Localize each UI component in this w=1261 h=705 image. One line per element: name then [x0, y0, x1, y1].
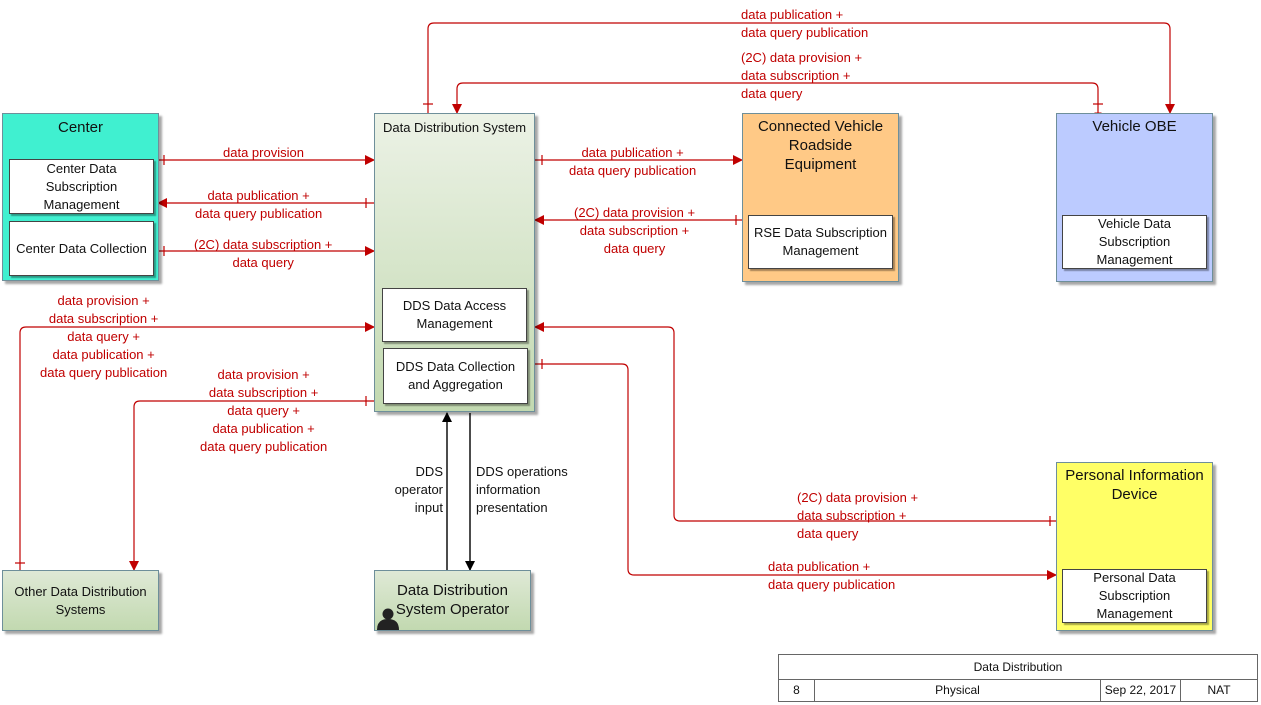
title-block-view: Physical	[815, 679, 1101, 702]
center-data-collection[interactable]: Center Data Collection	[9, 221, 154, 276]
vehicle-obe-title: Vehicle OBE	[1092, 118, 1177, 135]
dds-operator-title: Data Distribution System Operator	[395, 582, 510, 618]
vehicle-obe-entity[interactable]: Vehicle OBE Vehicle Data Subscription Ma…	[1056, 113, 1213, 282]
flow-label-center-subscription: (2C) data subscription + data query	[194, 237, 333, 270]
flow-label-center-provision: data provision	[223, 145, 304, 160]
cvre-title: Connected Vehicle Roadside Equipment	[757, 118, 884, 173]
personal-data-subscription-management[interactable]: Personal Data Subscription Management	[1062, 569, 1207, 623]
flow-label-dds-to-odds: data provision + data subscription + dat…	[200, 367, 328, 454]
flow-label-dds-to-pid: data publication + data query publicatio…	[768, 559, 896, 592]
flow-label-obe-to-dds: (2C) data provision + data subscription …	[741, 50, 863, 101]
flow-odds-to-dds	[19, 322, 375, 570]
other-dds-entity[interactable]: Other Data Distribution Systems	[2, 570, 159, 631]
person-icon	[377, 608, 399, 630]
flow-label-cvre-to-dds: (2C) data provision + data subscription …	[574, 205, 696, 256]
other-dds-title: Other Data Distribution Systems	[14, 583, 147, 617]
title-block-title: Data Distribution	[779, 655, 1257, 680]
vehicle-data-subscription-management[interactable]: Vehicle Data Subscription Management	[1062, 215, 1207, 269]
flow-label-dds-to-center: data publication + data query publicatio…	[195, 188, 323, 221]
flow-dds-to-obe	[427, 22, 1175, 114]
center-data-subscription-management[interactable]: Center Data Subscription Management	[9, 159, 154, 214]
title-block-number: 8	[779, 679, 815, 702]
cvre-entity[interactable]: Connected Vehicle Roadside Equipment RSE…	[742, 113, 899, 282]
center-entity[interactable]: Center Center Data Subscription Manageme…	[2, 113, 159, 281]
dds-data-access-management[interactable]: DDS Data Access Management	[382, 288, 527, 342]
flow-dds-to-odds	[129, 400, 374, 571]
flow-pid-to-dds	[534, 322, 1058, 522]
flow-label-dds-to-cvre: data publication + data query publicatio…	[569, 145, 697, 178]
dds-operator-entity[interactable]: Data Distribution System Operator	[374, 570, 531, 631]
dds-entity[interactable]: Data Distribution System DDS Data Access…	[374, 113, 535, 412]
flow-label-pid-to-dds: (2C) data provision + data subscription …	[797, 490, 919, 541]
center-title: Center	[57, 119, 104, 136]
flow-dds-to-pid	[535, 363, 1057, 580]
pid-title: Personal Information Device	[1065, 467, 1204, 503]
flow-obe-to-dds	[452, 82, 1099, 114]
title-block-date: Sep 22, 2017	[1101, 679, 1181, 702]
rse-data-subscription-management[interactable]: RSE Data Subscription Management	[748, 215, 893, 269]
title-block: Data Distribution 8 Physical Sep 22, 201…	[778, 654, 1258, 702]
personal-information-device-entity[interactable]: Personal Information Device Personal Dat…	[1056, 462, 1213, 631]
dds-data-collection-and-aggregation[interactable]: DDS Data Collection and Aggregation	[383, 348, 528, 404]
flow-label-odds-to-dds: data provision + data subscription + dat…	[40, 293, 168, 380]
dds-title: Data Distribution System	[382, 120, 527, 135]
flow-label-operator-presentation: DDS operations information presentation	[476, 464, 568, 515]
flow-label-operator-input: DDS operator input	[394, 464, 443, 515]
title-block-author: NAT	[1207, 683, 1231, 697]
flow-label-dds-to-obe: data publication + data query publicatio…	[741, 7, 869, 40]
